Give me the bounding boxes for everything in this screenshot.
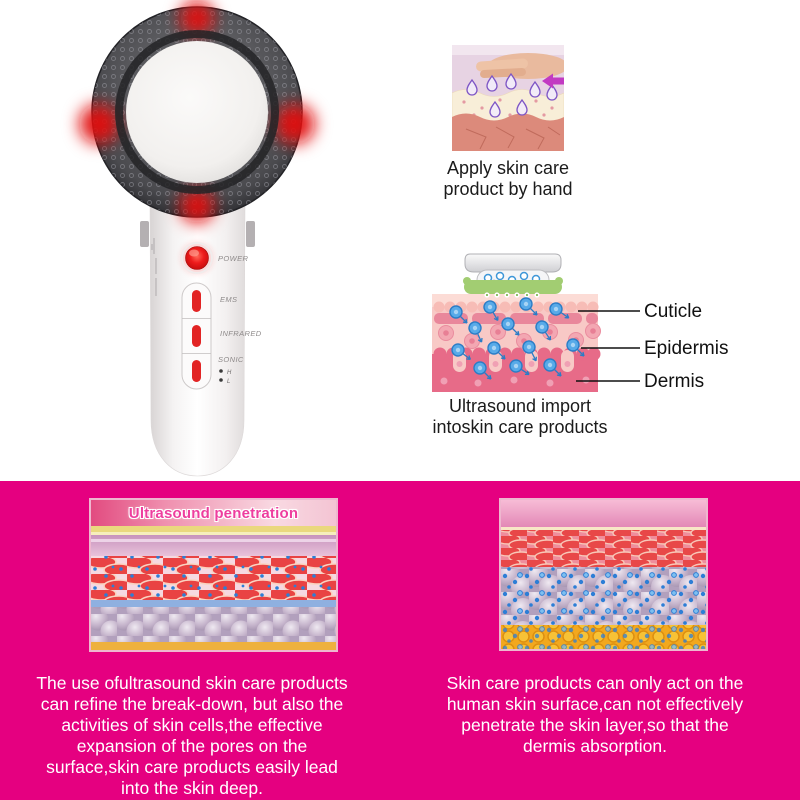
beauty-device-photo: POWER EMS INFRARED SONIC H L — [79, 1, 315, 477]
mode-buttons — [181, 282, 212, 390]
dermis-label: Dermis — [644, 371, 705, 392]
cell-dots — [462, 98, 554, 117]
side-markings — [151, 238, 157, 296]
epidermis-label: Epidermis — [644, 338, 729, 359]
dermal-papillae — [440, 350, 590, 387]
penetration-illustration — [91, 526, 336, 650]
surface-only-card — [499, 498, 708, 651]
dermis-layer — [452, 113, 564, 151]
ultrasound-description: The use ofultrasound skin care products … — [36, 672, 348, 798]
ultrasound-penetration-card: Ultrasound penetration — [89, 498, 338, 652]
side-switch-left — [140, 221, 149, 247]
sonic-label: SONIC — [218, 355, 244, 364]
device-head — [79, 1, 315, 223]
ultrasound-plate — [126, 41, 268, 183]
sonic-high-label: H — [227, 370, 232, 376]
label-leader-lines — [576, 310, 640, 382]
hand-icon — [476, 53, 564, 79]
ultrasound-import-illustration — [432, 253, 640, 392]
caption-line: product by hand — [443, 179, 573, 199]
sonic-low-dot — [219, 378, 223, 382]
probe-head-icon — [463, 253, 563, 298]
comparison-section: Ultrasound penetration — [0, 481, 800, 800]
left-card-title: Ultrasound penetration — [91, 500, 336, 526]
hand-application-illustration — [452, 45, 564, 151]
sonic-high-dot — [219, 369, 223, 373]
infrared-button — [192, 325, 201, 347]
ems-button — [192, 290, 201, 312]
dermis-cracks — [465, 126, 561, 150]
surface-illustration — [501, 500, 706, 649]
red-led-glow — [79, 1, 315, 223]
hand-diagram-caption: Apply skin care product by hand — [428, 158, 588, 200]
cuticle-label: Cuticle — [644, 301, 703, 322]
sonic-button — [192, 360, 201, 382]
side-switch-right — [246, 221, 255, 247]
caption-line: Apply skin care — [446, 158, 570, 178]
ems-label: EMS — [220, 295, 237, 304]
caption-line: intoskin care products — [432, 417, 608, 437]
surface-description: Skin care products can only act on the h… — [446, 672, 744, 756]
power-label: POWER — [218, 254, 249, 263]
gel-layer — [463, 277, 563, 298]
power-button — [181, 242, 213, 274]
infrared-label: INFRARED — [220, 329, 262, 338]
caption-line: Ultrasound import — [448, 396, 592, 416]
sonic-low-label: L — [227, 379, 230, 385]
arrow-left-icon — [542, 73, 564, 89]
ultrasound-diagram-caption: Ultrasound import intoskin care products — [425, 396, 615, 438]
